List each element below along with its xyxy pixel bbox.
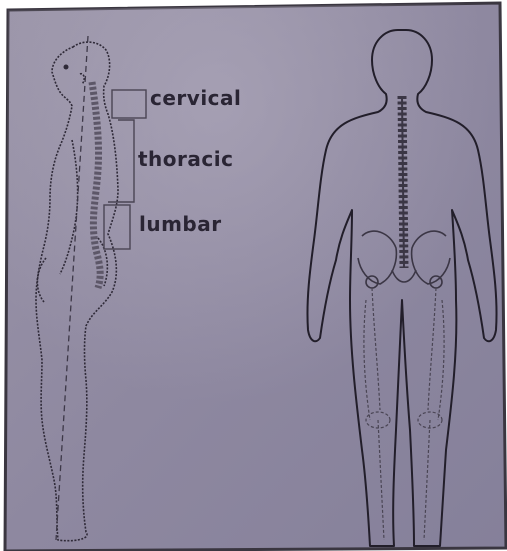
thoracic-label: thoracic [138, 149, 233, 169]
lumbar-label: lumbar [139, 214, 222, 234]
cervical-label: cervical [150, 88, 241, 108]
